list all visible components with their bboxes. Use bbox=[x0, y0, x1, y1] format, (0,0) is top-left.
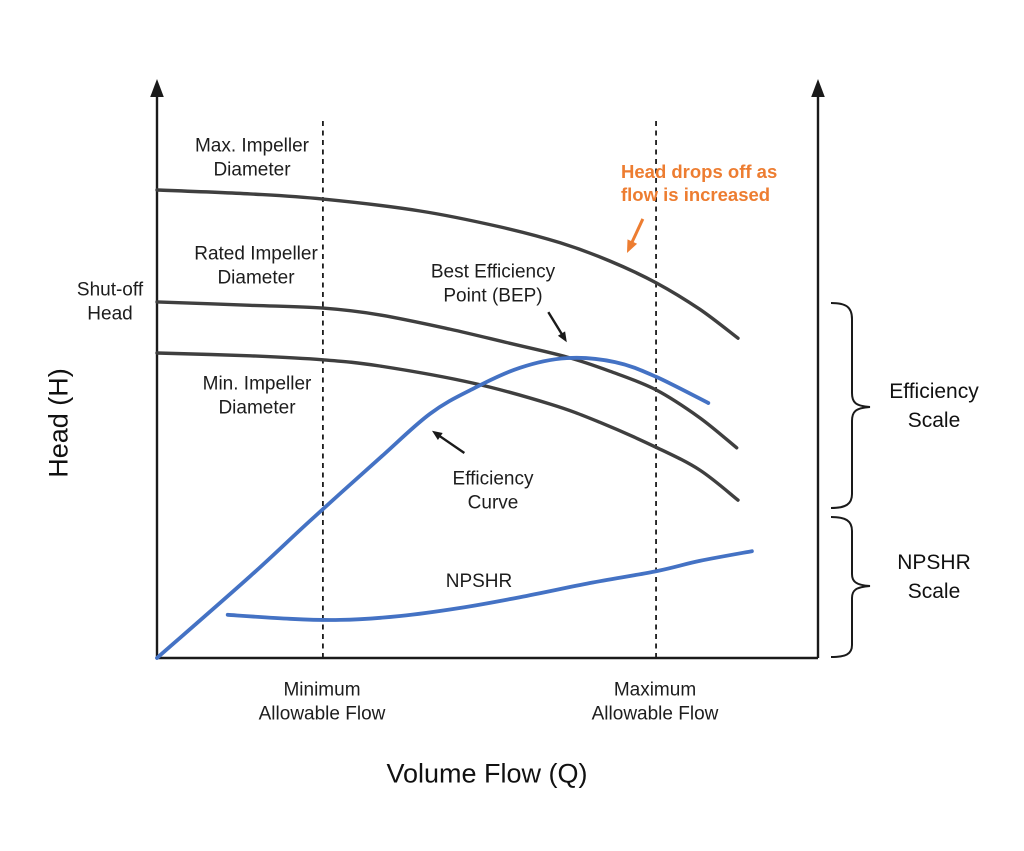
head-drops-annotation: Head drops off as flow is increased bbox=[621, 161, 778, 206]
npshr-scale-label: NPSHR Scale bbox=[897, 551, 971, 603]
efficiency-arrow-head-icon bbox=[432, 430, 443, 440]
head-drops-arrow-head-icon bbox=[627, 239, 638, 253]
y-axis-title: Head (H) bbox=[43, 368, 74, 478]
min-impeller-label: Min. Impeller Diameter bbox=[202, 373, 312, 419]
scale-braces bbox=[830, 302, 871, 658]
bep-arrow-shaft bbox=[547, 311, 565, 339]
efficiency-scale-label: Efficiency Scale bbox=[889, 380, 979, 432]
rated-impeller-label: Rated Impeller Diameter bbox=[194, 243, 318, 289]
bep-arrow-head-icon bbox=[557, 331, 567, 343]
curve-efficiency-curve bbox=[155, 355, 711, 660]
max-impeller-label: Max. Impeller Diameter bbox=[194, 135, 310, 181]
curves-layer bbox=[155, 120, 754, 660]
efficiency-scale-brace bbox=[830, 302, 871, 509]
npshr-scale-brace bbox=[830, 516, 871, 658]
min-allowable-flow-label: Minimum Allowable Flow bbox=[258, 679, 386, 725]
curve-max-impeller-diameter bbox=[155, 188, 740, 340]
right-axis-arrowhead-icon bbox=[811, 79, 825, 97]
curve-rated-impeller-diameter bbox=[155, 300, 739, 450]
efficiency-arrow-shaft bbox=[435, 432, 466, 454]
curve-npshr-curve bbox=[225, 549, 754, 622]
npshr-label: NPSHR bbox=[445, 570, 513, 592]
bep-label: Best Efficiency Point (BEP) bbox=[430, 261, 556, 307]
y-axis-arrowhead-icon bbox=[150, 79, 164, 97]
x-axis-title: Volume Flow (Q) bbox=[386, 758, 588, 789]
max-allowable-flow-label: Maximum Allowable Flow bbox=[591, 679, 719, 725]
shutoff-head-label: Shut-off Head bbox=[76, 279, 144, 325]
curve-min-impeller-diameter bbox=[155, 351, 740, 502]
efficiency-curve-label: Efficiency Curve bbox=[452, 468, 534, 514]
